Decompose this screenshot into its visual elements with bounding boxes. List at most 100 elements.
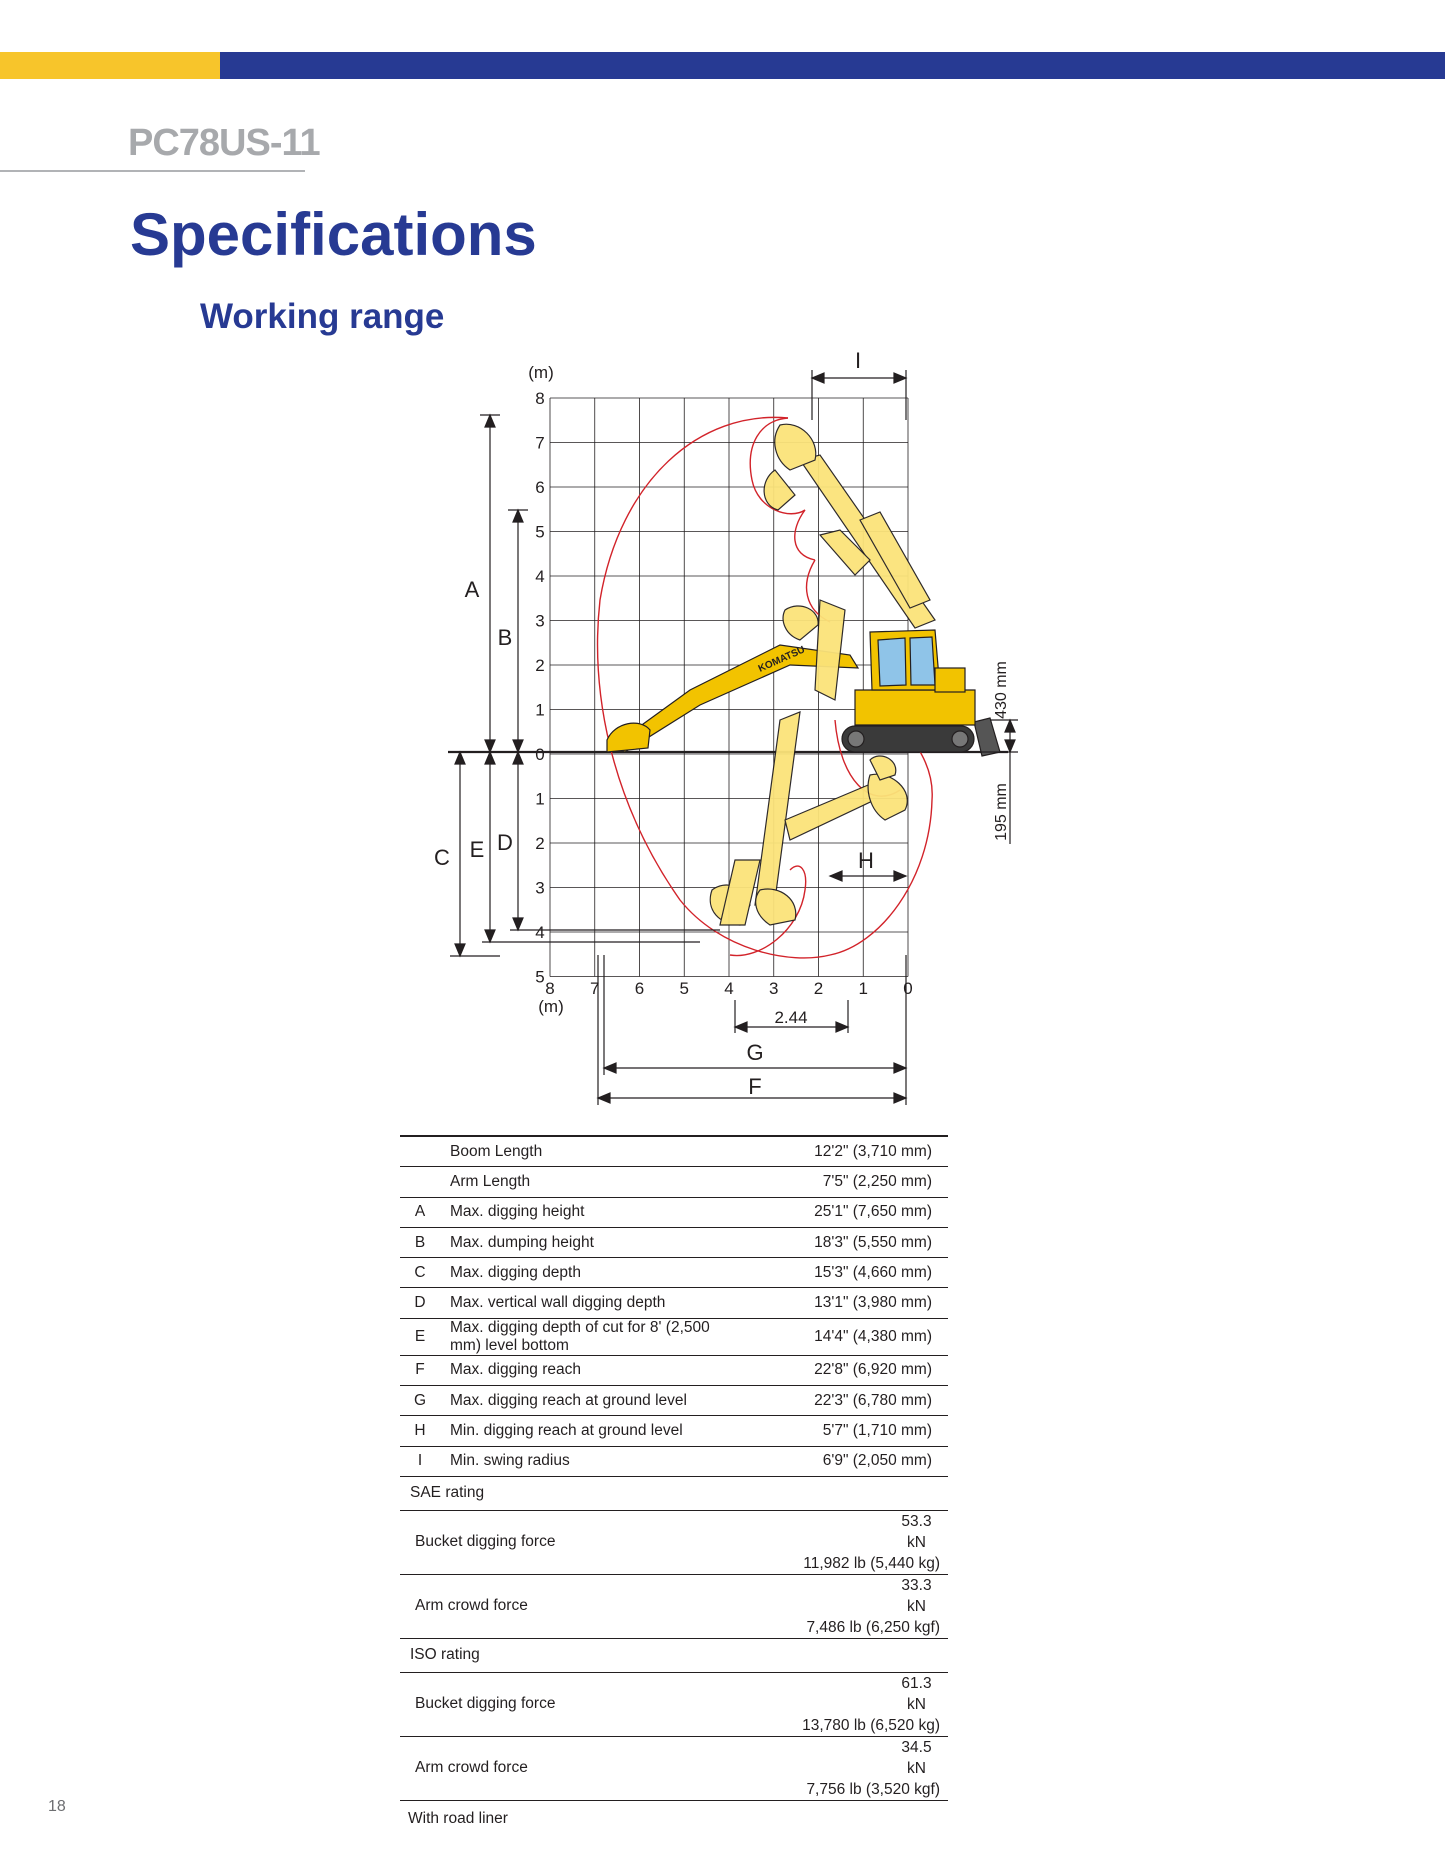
spec-value: 14'4" (4,380 mm) <box>743 1318 948 1356</box>
boom-raised <box>859 511 931 609</box>
dim-label-e: E <box>470 837 485 862</box>
y-tick-label: 2 <box>535 834 544 853</box>
dim-label-f: F <box>748 1074 761 1099</box>
spec-label: Arm Length <box>440 1166 744 1198</box>
force-kn: 53.3 kN <box>901 1512 932 1551</box>
dim-label-i: I <box>855 350 861 373</box>
x-tick-label: 4 <box>724 979 733 998</box>
spec-code: E <box>400 1318 440 1356</box>
y-tick-label: 5 <box>535 523 544 542</box>
spec-code <box>400 1135 440 1168</box>
table-note-row: With road liner <box>400 1800 948 1837</box>
y-tick-label: 0 <box>535 745 544 764</box>
force-kn: 33.3 kN <box>901 1576 932 1615</box>
x-tick-label: 5 <box>680 979 689 998</box>
spec-label: Max. vertical wall digging depth <box>440 1287 744 1319</box>
force-label: Arm crowd force <box>400 1736 744 1801</box>
dim-label-h: H <box>858 848 874 873</box>
force-value: 61.3 kN 13,780 lb (6,520 kg) <box>743 1672 948 1737</box>
spec-label: Max. digging height <box>440 1197 744 1228</box>
upper-body <box>854 689 976 726</box>
spec-code: G <box>400 1385 440 1417</box>
y-tick-label: 7 <box>535 434 544 453</box>
spec-code: C <box>400 1257 440 1289</box>
bucket-ground <box>606 722 651 753</box>
x-tick-label: 7 <box>590 979 599 998</box>
sae-rating-heading: SAE rating <box>400 1476 948 1511</box>
y-unit-label: (m) <box>528 363 553 382</box>
x-tick-label: 2 <box>814 979 823 998</box>
header-accent-bar-yellow <box>0 52 220 79</box>
y-tick-label: 4 <box>535 567 544 586</box>
force-detail: 13,780 lb (6,520 kg) <box>802 1716 940 1734</box>
dim-label-b: B <box>498 625 513 650</box>
dimension-lines <box>450 370 1018 1105</box>
spec-value: 22'3" (6,780 mm) <box>743 1385 948 1417</box>
bucket-deep-right <box>755 888 797 926</box>
spec-label: Max. digging depth <box>440 1257 744 1289</box>
spec-code <box>400 1166 440 1198</box>
x-unit-label: (m) <box>538 997 563 1016</box>
spec-label: Max. dumping height <box>440 1227 744 1259</box>
y-tick-label: 3 <box>535 612 544 631</box>
bucket-low-right <box>867 773 908 821</box>
table-note: With road liner <box>408 1809 508 1827</box>
y-tick-label: 5 <box>535 968 544 987</box>
dim-label-195: 195 mm <box>993 783 1010 841</box>
y-tick-label: 4 <box>535 923 544 942</box>
bucket-mid <box>782 605 819 641</box>
x-tick-label: 1 <box>859 979 868 998</box>
excavator-illustration: KOMATSU <box>606 423 1001 926</box>
x-tick-label: 0 <box>903 979 912 998</box>
header-accent-bar-blue <box>220 52 1445 79</box>
force-label: Bucket digging force <box>400 1510 744 1575</box>
force-detail: 7,756 lb (3,520 kgf) <box>806 1780 940 1798</box>
force-label: Arm crowd force <box>400 1574 744 1639</box>
spec-value: 13'1" (3,980 mm) <box>743 1287 948 1319</box>
spec-label: Min. digging reach at ground level <box>440 1415 744 1447</box>
x-tick-label: 3 <box>769 979 778 998</box>
arm-mid <box>814 599 846 701</box>
x-tick-label: 6 <box>635 979 644 998</box>
force-kn: 61.3 kN <box>901 1674 932 1713</box>
spec-value: 18'3" (5,550 mm) <box>743 1227 948 1259</box>
spec-label: Max. digging depth of cut for 8' (2,500 … <box>440 1318 744 1356</box>
dim-label-a: A <box>465 577 480 602</box>
digging-envelope <box>596 416 933 959</box>
y-tick-label: 1 <box>535 790 544 809</box>
spec-value: 15'3" (4,660 mm) <box>743 1257 948 1289</box>
model-name: PC78US-11 <box>128 122 321 164</box>
spec-value: 25'1" (7,650 mm) <box>743 1197 948 1228</box>
dim-label-d: D <box>497 830 513 855</box>
x-tick-label: 8 <box>545 979 554 998</box>
dim-label-430: 430 mm <box>993 661 1010 719</box>
dim-label-244: 2.44 <box>774 1008 807 1027</box>
spec-code: A <box>400 1197 440 1228</box>
section-title: Working range <box>200 297 445 336</box>
arm-low <box>754 711 801 906</box>
model-underline <box>0 170 305 172</box>
spec-label: Min. swing radius <box>440 1446 744 1477</box>
section-heading: SAE rating <box>400 1476 948 1511</box>
bucket-low-right2 <box>869 755 897 781</box>
iso-rating-heading: ISO rating <box>400 1638 948 1673</box>
spec-label: Boom Length <box>440 1135 744 1168</box>
spec-label: Max. digging reach <box>440 1355 744 1387</box>
y-tick-label: 2 <box>535 656 544 675</box>
spec-value: 7'5" (2,250 mm) <box>743 1166 948 1198</box>
y-tick-label: 3 <box>535 879 544 898</box>
y-tick-label: 6 <box>535 478 544 497</box>
